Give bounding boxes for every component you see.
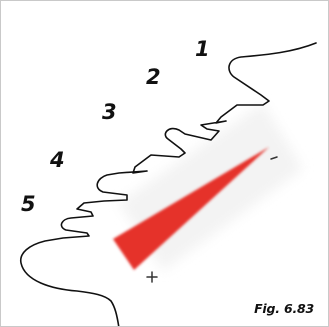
step-label-5: 5: [21, 194, 36, 215]
step-label-4: 4: [50, 150, 65, 171]
step-label-2: 2: [146, 67, 161, 88]
step-label-3: 3: [102, 102, 117, 123]
figure-caption: Fig. 6.83: [254, 301, 314, 316]
plus-icon: [147, 272, 157, 282]
step-label-1: 1: [195, 39, 210, 60]
